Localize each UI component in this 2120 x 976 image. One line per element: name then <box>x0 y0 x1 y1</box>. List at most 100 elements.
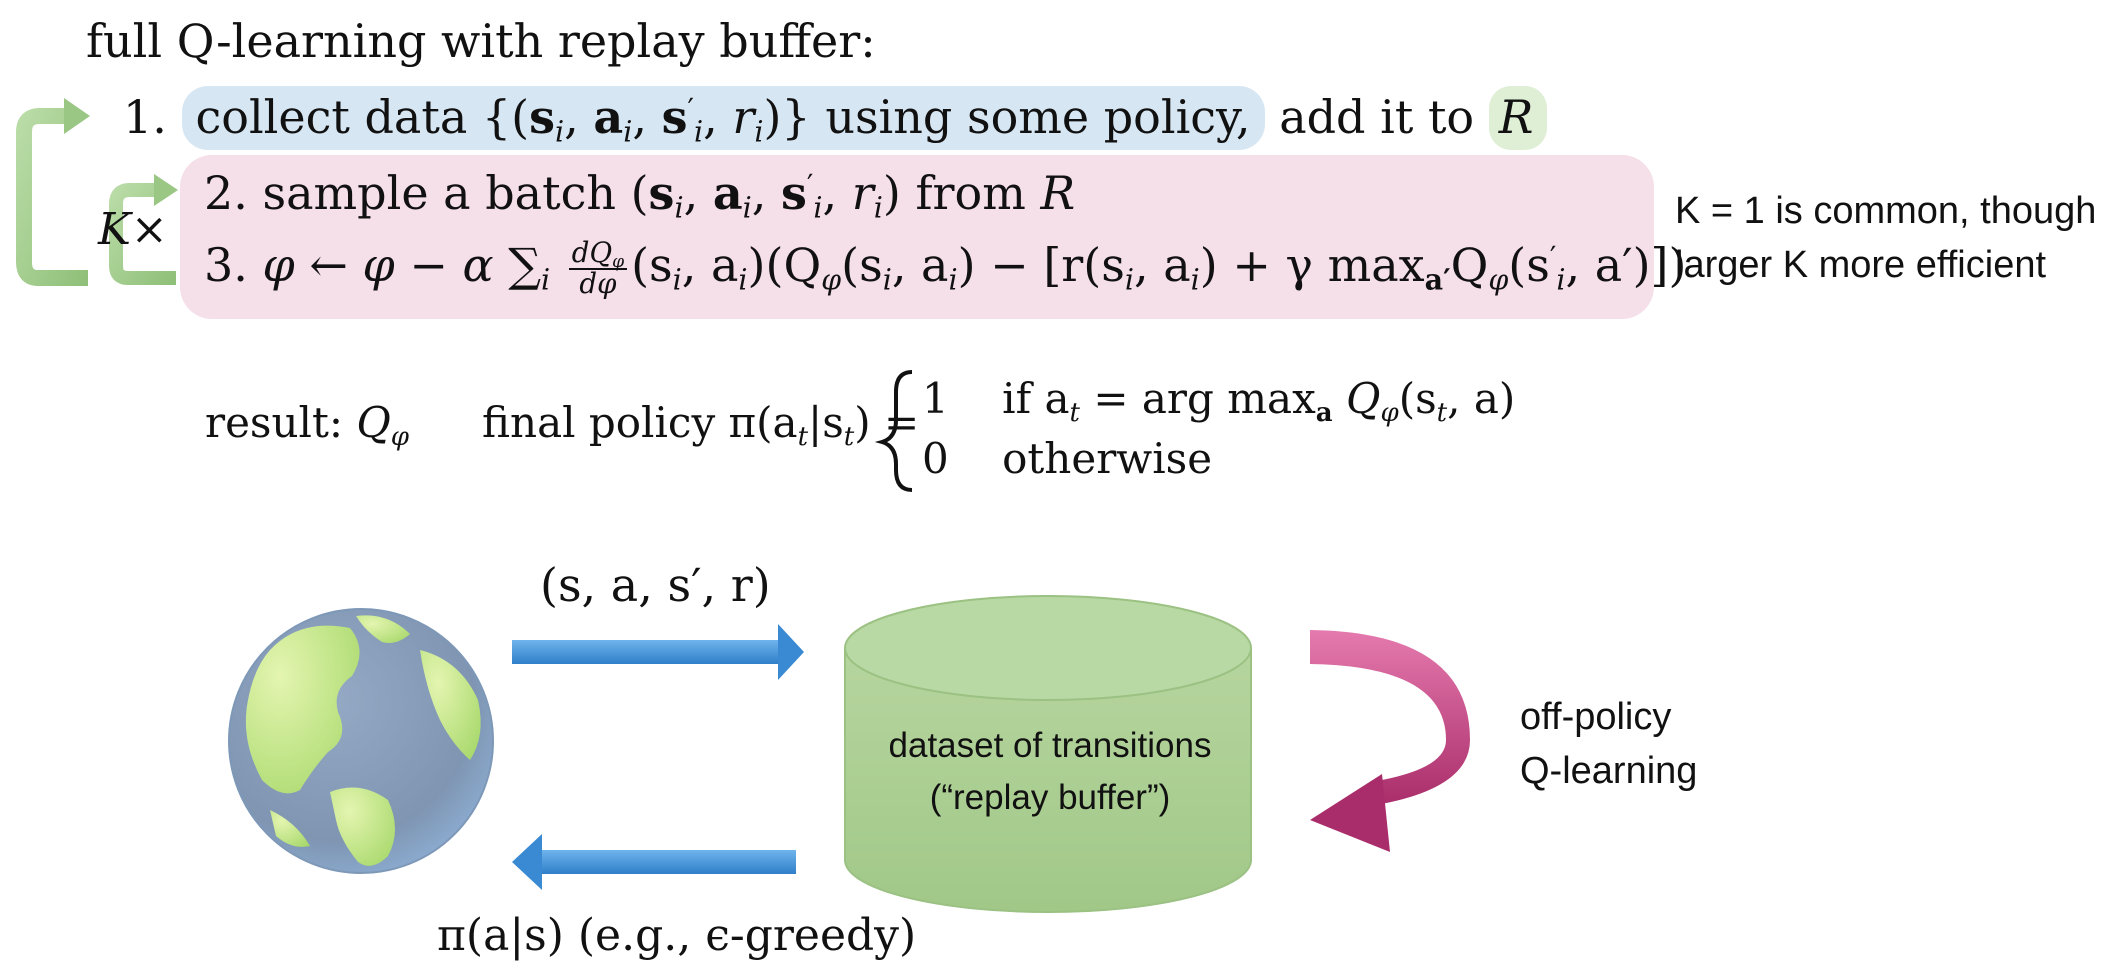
sample-batch-text: sample a batch <box>262 166 616 220</box>
result-text: result: <box>205 398 343 447</box>
arrow-to-buffer <box>512 624 804 680</box>
step-1-number: 1. <box>123 90 167 144</box>
s-prime-symbol: s <box>661 90 688 144</box>
eq-part-1b: , a <box>681 238 739 292</box>
eq-sub: i <box>738 263 748 297</box>
collect-data-text: collect data <box>195 90 468 144</box>
frac-num-sub: φ <box>612 252 625 273</box>
eq-sub: i <box>1190 263 1200 297</box>
a-sub: a <box>1315 397 1333 428</box>
index-i: i <box>555 115 565 149</box>
eq-sub: i <box>1124 263 1134 297</box>
tuple-close: ) <box>882 166 901 220</box>
eq-sup: ′ <box>1549 240 1557 274</box>
inner-loop-arrow <box>109 174 178 285</box>
step-1: 1. collect data {(si, ai, s′i, ri)} usin… <box>123 86 1548 150</box>
outer-loop-arrow <box>16 98 90 286</box>
r-symbol: r <box>732 90 755 144</box>
set-open: {( <box>481 90 530 144</box>
t-sub: t <box>797 421 809 452</box>
case-1-args-end: , a) <box>1447 374 1516 423</box>
replay-buffer-line-2: (“replay buffer”) <box>929 778 1171 817</box>
final-policy-text: final policy <box>482 398 716 447</box>
phi-sub: φ <box>1380 397 1399 428</box>
eq-sub: i <box>882 263 892 297</box>
tuple-open: ( <box>630 166 649 220</box>
eq-part-1: (s <box>631 238 673 292</box>
s-symbol: s <box>648 166 675 220</box>
t-sub: t <box>1069 397 1080 428</box>
final-policy: final policy π(at|st) = <box>482 398 919 450</box>
case-1-args: (s <box>1398 374 1437 423</box>
eq-part-5: ) + γ max <box>1199 238 1425 292</box>
eq-part-2: )(Q <box>747 238 822 292</box>
index-i: i <box>674 191 684 225</box>
q-symbol: Q <box>356 398 391 447</box>
sum-index: i <box>541 263 551 297</box>
k-note-line-2: larger K more efficient <box>1675 244 2047 286</box>
buffer-symbol-highlight: R <box>1488 86 1548 150</box>
buffer-symbol: R <box>1040 166 1076 220</box>
index-i: i <box>813 191 823 225</box>
a-symbol: a <box>593 90 624 144</box>
eq-sub: i <box>672 263 682 297</box>
policy-symbol: π(a|s) <box>437 910 564 961</box>
step-3-number: 3. <box>204 238 248 292</box>
arrow-to-world <box>512 834 796 890</box>
prime-mark: ′ <box>687 92 694 126</box>
step-2-number: 2. <box>204 166 248 220</box>
case-2-cond: otherwise <box>1002 434 1213 483</box>
index-i: i <box>623 115 633 149</box>
t-sub: t <box>843 421 855 452</box>
replay-buffer-cylinder <box>844 595 1252 913</box>
eq-part-4: ) − [r(s <box>957 238 1125 292</box>
k-note: K = 1 is common, though larger K more ef… <box>1675 184 2096 292</box>
a-symbol: a <box>712 166 743 220</box>
eq-part-7: (s <box>1508 238 1550 292</box>
index-i: i <box>754 115 764 149</box>
eq-part-8: , a′)]) <box>1565 238 1687 292</box>
off-policy-label: off-policy Q-learning <box>1520 690 1697 798</box>
case-1-q: Q <box>1332 374 1381 423</box>
frac-denominator: dφ <box>579 267 617 300</box>
case-2-value: 0 <box>922 434 949 483</box>
eq-part-6: Q <box>1450 238 1489 292</box>
add-it-to-text: add it to <box>1279 90 1475 144</box>
frac-numerator: dQ <box>571 236 613 270</box>
from-text: from <box>915 166 1026 220</box>
index-i: i <box>873 191 883 225</box>
k-times-label: K× <box>98 204 168 255</box>
k-note-line-1: K = 1 is common, though <box>1675 190 2097 232</box>
s-prime-symbol: s <box>781 166 807 220</box>
off-policy-line-2: Q-learning <box>1520 750 1698 792</box>
s-symbol: s <box>529 90 556 144</box>
step-2: 2. sample a batch (si, ai, s′i, ri) from… <box>204 166 1076 225</box>
behavior-policy-label: π(a|s) (e.g., ϵ-greedy) <box>437 910 916 961</box>
t-sub: t <box>1436 397 1448 428</box>
eq-sub: φ <box>821 263 842 297</box>
update-lhs: φ ← φ − α ∑ <box>262 238 542 292</box>
collect-data-highlight: collect data {(si, ai, s′i, ri)} using s… <box>181 86 1265 150</box>
eq-sub: i <box>948 263 958 297</box>
result-label: result: Qφ <box>205 398 409 450</box>
eq-sub: φ <box>1488 263 1509 297</box>
replay-buffer-line-1: dataset of transitions <box>888 726 1212 765</box>
policy-example: (e.g., ϵ-greedy) <box>577 910 917 961</box>
eq-part-4b: , a <box>1133 238 1191 292</box>
prime-mark: ′ <box>806 168 814 202</box>
off-policy-loop-arrow <box>1310 630 1470 852</box>
eq-part-3b: , a <box>891 238 949 292</box>
case-1-argmax: = arg max <box>1079 374 1316 423</box>
eq-part-3: (s <box>841 238 883 292</box>
using-policy-text: using some policy, <box>825 90 1251 144</box>
case-1: 1 if at = arg maxa Qφ(st, a) <box>922 374 1516 426</box>
case-1-cond: if a <box>1002 374 1070 423</box>
set-close: )} <box>763 90 811 144</box>
eq-sub: i <box>1556 263 1566 297</box>
inner-loop-box <box>180 155 1654 319</box>
q-subscript: φ <box>390 421 410 452</box>
